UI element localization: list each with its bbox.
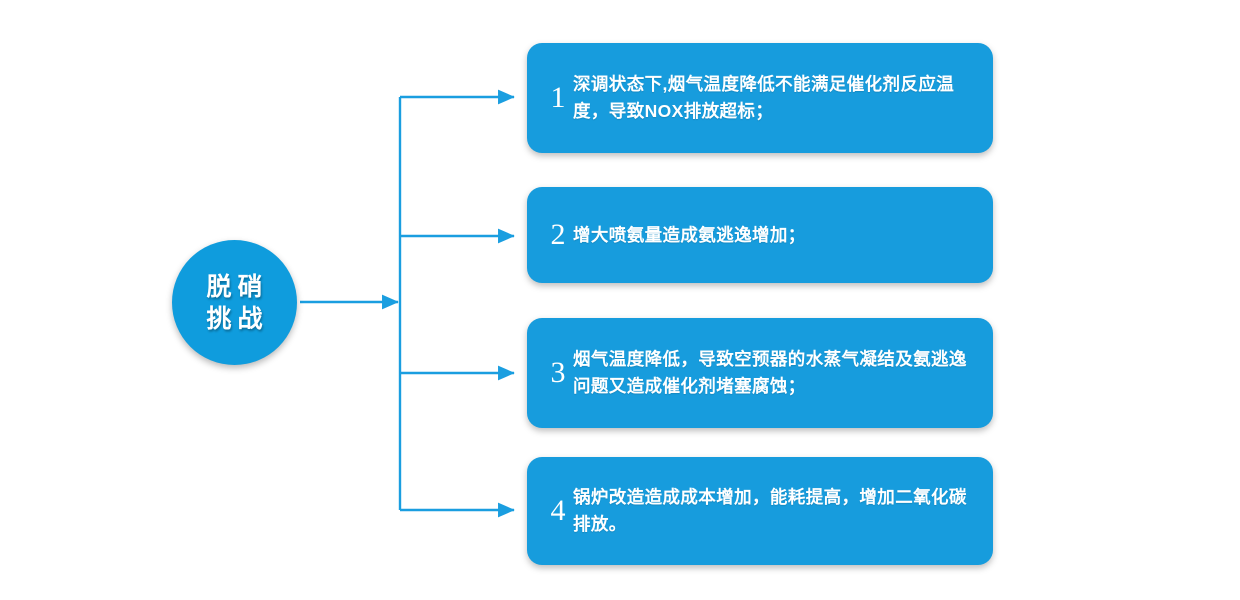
challenge-item-2[interactable]: 2 增大喷氨量造成氨逃逸增加； bbox=[527, 187, 993, 283]
root-node-challenge[interactable]: 脱硝 挑战 bbox=[172, 240, 297, 365]
challenge-item-1[interactable]: 1 深调状态下,烟气温度降低不能满足催化剂反应温度，导致NOX排放超标； bbox=[527, 43, 993, 153]
challenge-item-3[interactable]: 3 烟气温度降低，导致空预器的水蒸气凝结及氨逃逸问题又造成催化剂堵塞腐蚀； bbox=[527, 318, 993, 428]
item-number: 3 bbox=[550, 356, 566, 389]
item-text: 锅炉改造造成成本增加，能耗提高，增加二氧化碳排放。 bbox=[573, 486, 967, 534]
challenge-item-4[interactable]: 4 锅炉改造造成成本增加，能耗提高，增加二氧化碳排放。 bbox=[527, 457, 993, 565]
item-text: 深调状态下,烟气温度降低不能满足催化剂反应温度，导致NOX排放超标； bbox=[573, 73, 955, 121]
item-text: 增大喷氨量造成氨逃逸增加； bbox=[573, 224, 806, 245]
root-node-line-2: 挑战 bbox=[206, 304, 269, 333]
item-number: 2 bbox=[550, 218, 566, 251]
item-text: 烟气温度降低，导致空预器的水蒸气凝结及氨逃逸问题又造成催化剂堵塞腐蚀； bbox=[573, 348, 967, 396]
root-node-line-1: 脱硝 bbox=[206, 272, 269, 301]
item-number: 1 bbox=[550, 81, 566, 114]
item-number: 4 bbox=[550, 494, 566, 527]
